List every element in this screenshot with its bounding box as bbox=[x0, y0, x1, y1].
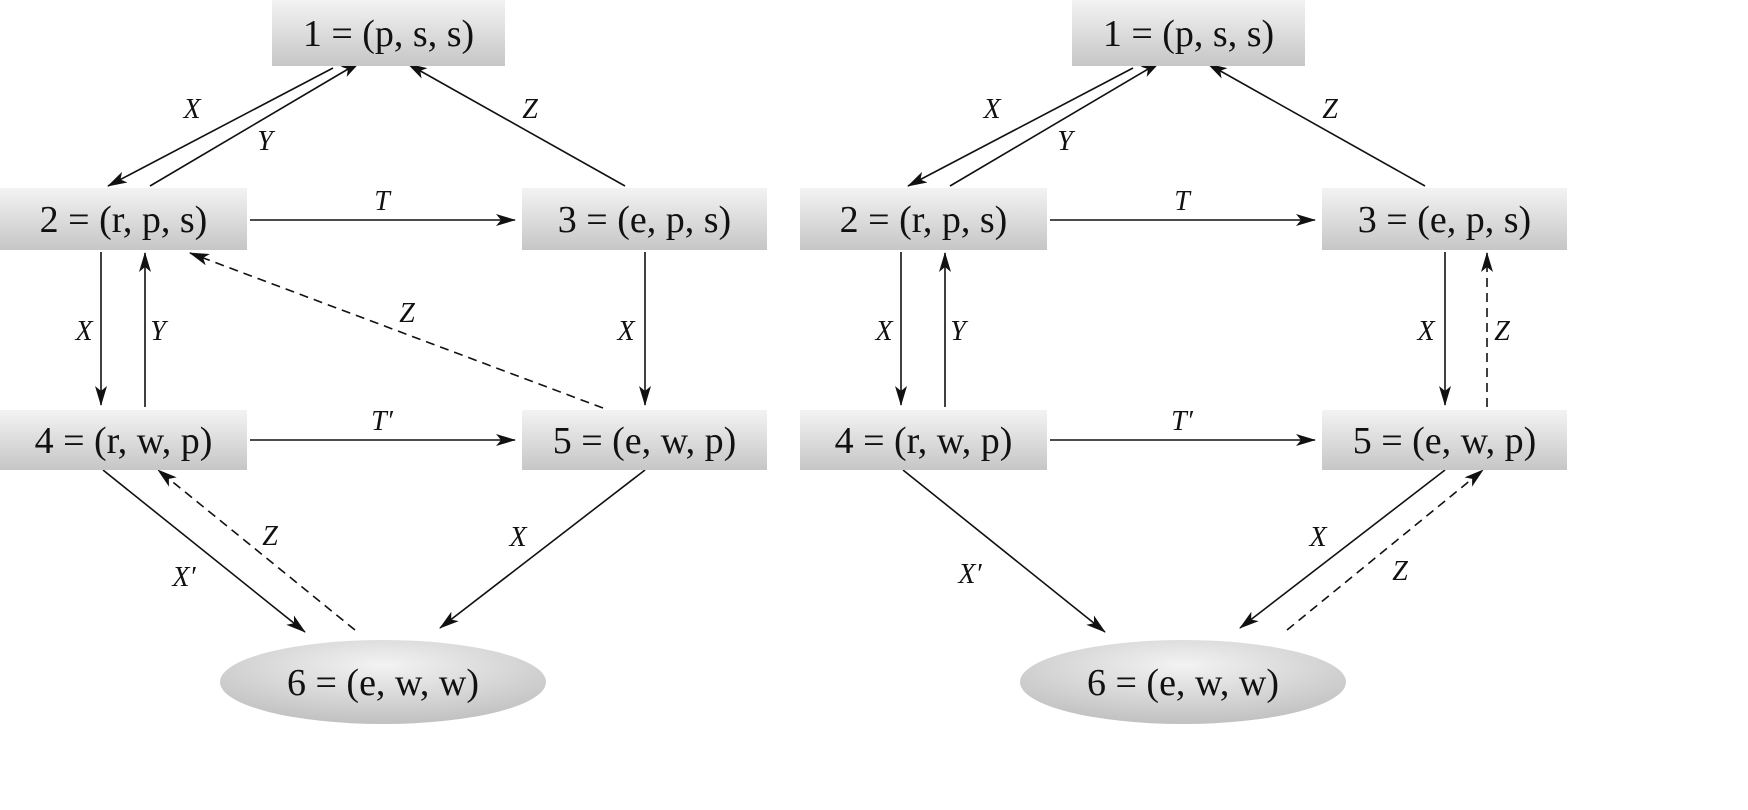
edge-label-4-5: T′ bbox=[1171, 406, 1194, 437]
node-4: 4 = (r, w, p) bbox=[800, 410, 1047, 470]
node-label: 3 = (e, p, s) bbox=[558, 199, 731, 241]
edge-label-5-6: X bbox=[508, 522, 527, 553]
node-1: 1 = (p, s, s) bbox=[272, 0, 505, 66]
node-2: 2 = (r, p, s) bbox=[800, 188, 1047, 250]
node-3: 3 = (e, p, s) bbox=[522, 188, 767, 250]
edge-label-4-2: Y bbox=[950, 316, 969, 347]
edge-label-3-5: X bbox=[1416, 316, 1435, 347]
edge-3-1-arrow bbox=[1207, 63, 1426, 187]
edge-6-5-arrow bbox=[1286, 469, 1484, 631]
node-box bbox=[522, 410, 767, 470]
diagram-left: X Y Z T X Y X Z T′ X′ Z X 1 = (p, s, s) 2 = (r, p, s)… bbox=[0, 0, 767, 724]
edge-label-5-2: Z bbox=[399, 298, 415, 329]
edge-label-2-4: X bbox=[74, 316, 93, 347]
node-3: 3 = (e, p, s) bbox=[1322, 188, 1567, 250]
edge-label-4-6: X′ bbox=[171, 562, 196, 593]
node-box bbox=[0, 188, 247, 250]
edge-6-4-arrow bbox=[157, 469, 356, 631]
node-box bbox=[272, 0, 505, 66]
node-5: 5 = (e, w, p) bbox=[522, 410, 767, 470]
edge-1-2-arrow bbox=[907, 67, 1134, 187]
edge-5-2-arrow bbox=[189, 252, 604, 409]
edge-label-6-4: Z bbox=[262, 521, 278, 552]
node-label: 5 = (e, w, p) bbox=[1353, 420, 1537, 462]
node-box bbox=[1072, 0, 1305, 66]
edge-1-2-arrow bbox=[107, 67, 334, 187]
node-label: 4 = (r, w, p) bbox=[835, 420, 1013, 462]
node-box bbox=[1322, 188, 1567, 250]
edge-label-1-2: X bbox=[182, 94, 201, 125]
node-box bbox=[800, 410, 1047, 470]
edge-label-6-5: Z bbox=[1392, 556, 1408, 587]
node-box bbox=[522, 188, 767, 250]
edge-label-4-2: Y bbox=[150, 316, 169, 347]
edge-label-5-3: Z bbox=[1494, 316, 1510, 347]
node-label: 6 = (e, w, w) bbox=[287, 662, 479, 704]
edge-label-2-4: X bbox=[874, 316, 893, 347]
edge-2-1-arrow bbox=[149, 61, 361, 187]
node-label: 1 = (p, s, s) bbox=[1103, 13, 1274, 55]
node-5: 5 = (e, w, p) bbox=[1322, 410, 1567, 470]
edge-label-4-5: T′ bbox=[371, 406, 394, 437]
node-label: 2 = (r, p, s) bbox=[840, 199, 1008, 241]
edge-label-3-1: Z bbox=[1322, 94, 1338, 125]
edge-3-1-arrow bbox=[407, 63, 626, 187]
edge-label-2-1: Y bbox=[257, 126, 276, 157]
edge-label-5-6: X bbox=[1308, 522, 1327, 553]
edge-5-6-arrow bbox=[439, 469, 646, 629]
diagram-right: X Y Z T X Y X Z T′ X′ X Z 1 = (p, s, s) 2 = (r, p, s)… bbox=[800, 0, 1567, 724]
node-label: 3 = (e, p, s) bbox=[1358, 199, 1531, 241]
node-box bbox=[0, 410, 247, 470]
node-label: 1 = (p, s, s) bbox=[303, 13, 474, 55]
edge-5-6-arrow bbox=[1239, 469, 1446, 629]
edge-label-4-6: X′ bbox=[957, 559, 982, 590]
node-6: 6 = (e, w, w) bbox=[1020, 640, 1346, 724]
node-2: 2 = (r, p, s) bbox=[0, 188, 247, 250]
node-label: 5 = (e, w, p) bbox=[553, 420, 737, 462]
edge-label-2-1: Y bbox=[1057, 126, 1076, 157]
edge-4-6-arrow bbox=[102, 469, 306, 633]
node-ellipse bbox=[1020, 640, 1346, 724]
node-1: 1 = (p, s, s) bbox=[1072, 0, 1305, 66]
node-box bbox=[800, 188, 1047, 250]
node-4: 4 = (r, w, p) bbox=[0, 410, 247, 470]
node-label: 6 = (e, w, w) bbox=[1087, 662, 1279, 704]
edge-label-2-3: T bbox=[1174, 186, 1192, 217]
edge-label-2-3: T bbox=[374, 186, 392, 217]
edge-2-1-arrow bbox=[949, 61, 1161, 187]
node-ellipse bbox=[220, 640, 546, 724]
node-6: 6 = (e, w, w) bbox=[220, 640, 546, 724]
node-box bbox=[1322, 410, 1567, 470]
edge-4-6-arrow bbox=[902, 469, 1106, 633]
edge-label-1-2: X bbox=[982, 94, 1001, 125]
edge-label-3-1: Z bbox=[522, 94, 538, 125]
node-label: 2 = (r, p, s) bbox=[40, 199, 208, 241]
edge-label-3-5: X bbox=[616, 316, 635, 347]
node-label: 4 = (r, w, p) bbox=[35, 420, 213, 462]
